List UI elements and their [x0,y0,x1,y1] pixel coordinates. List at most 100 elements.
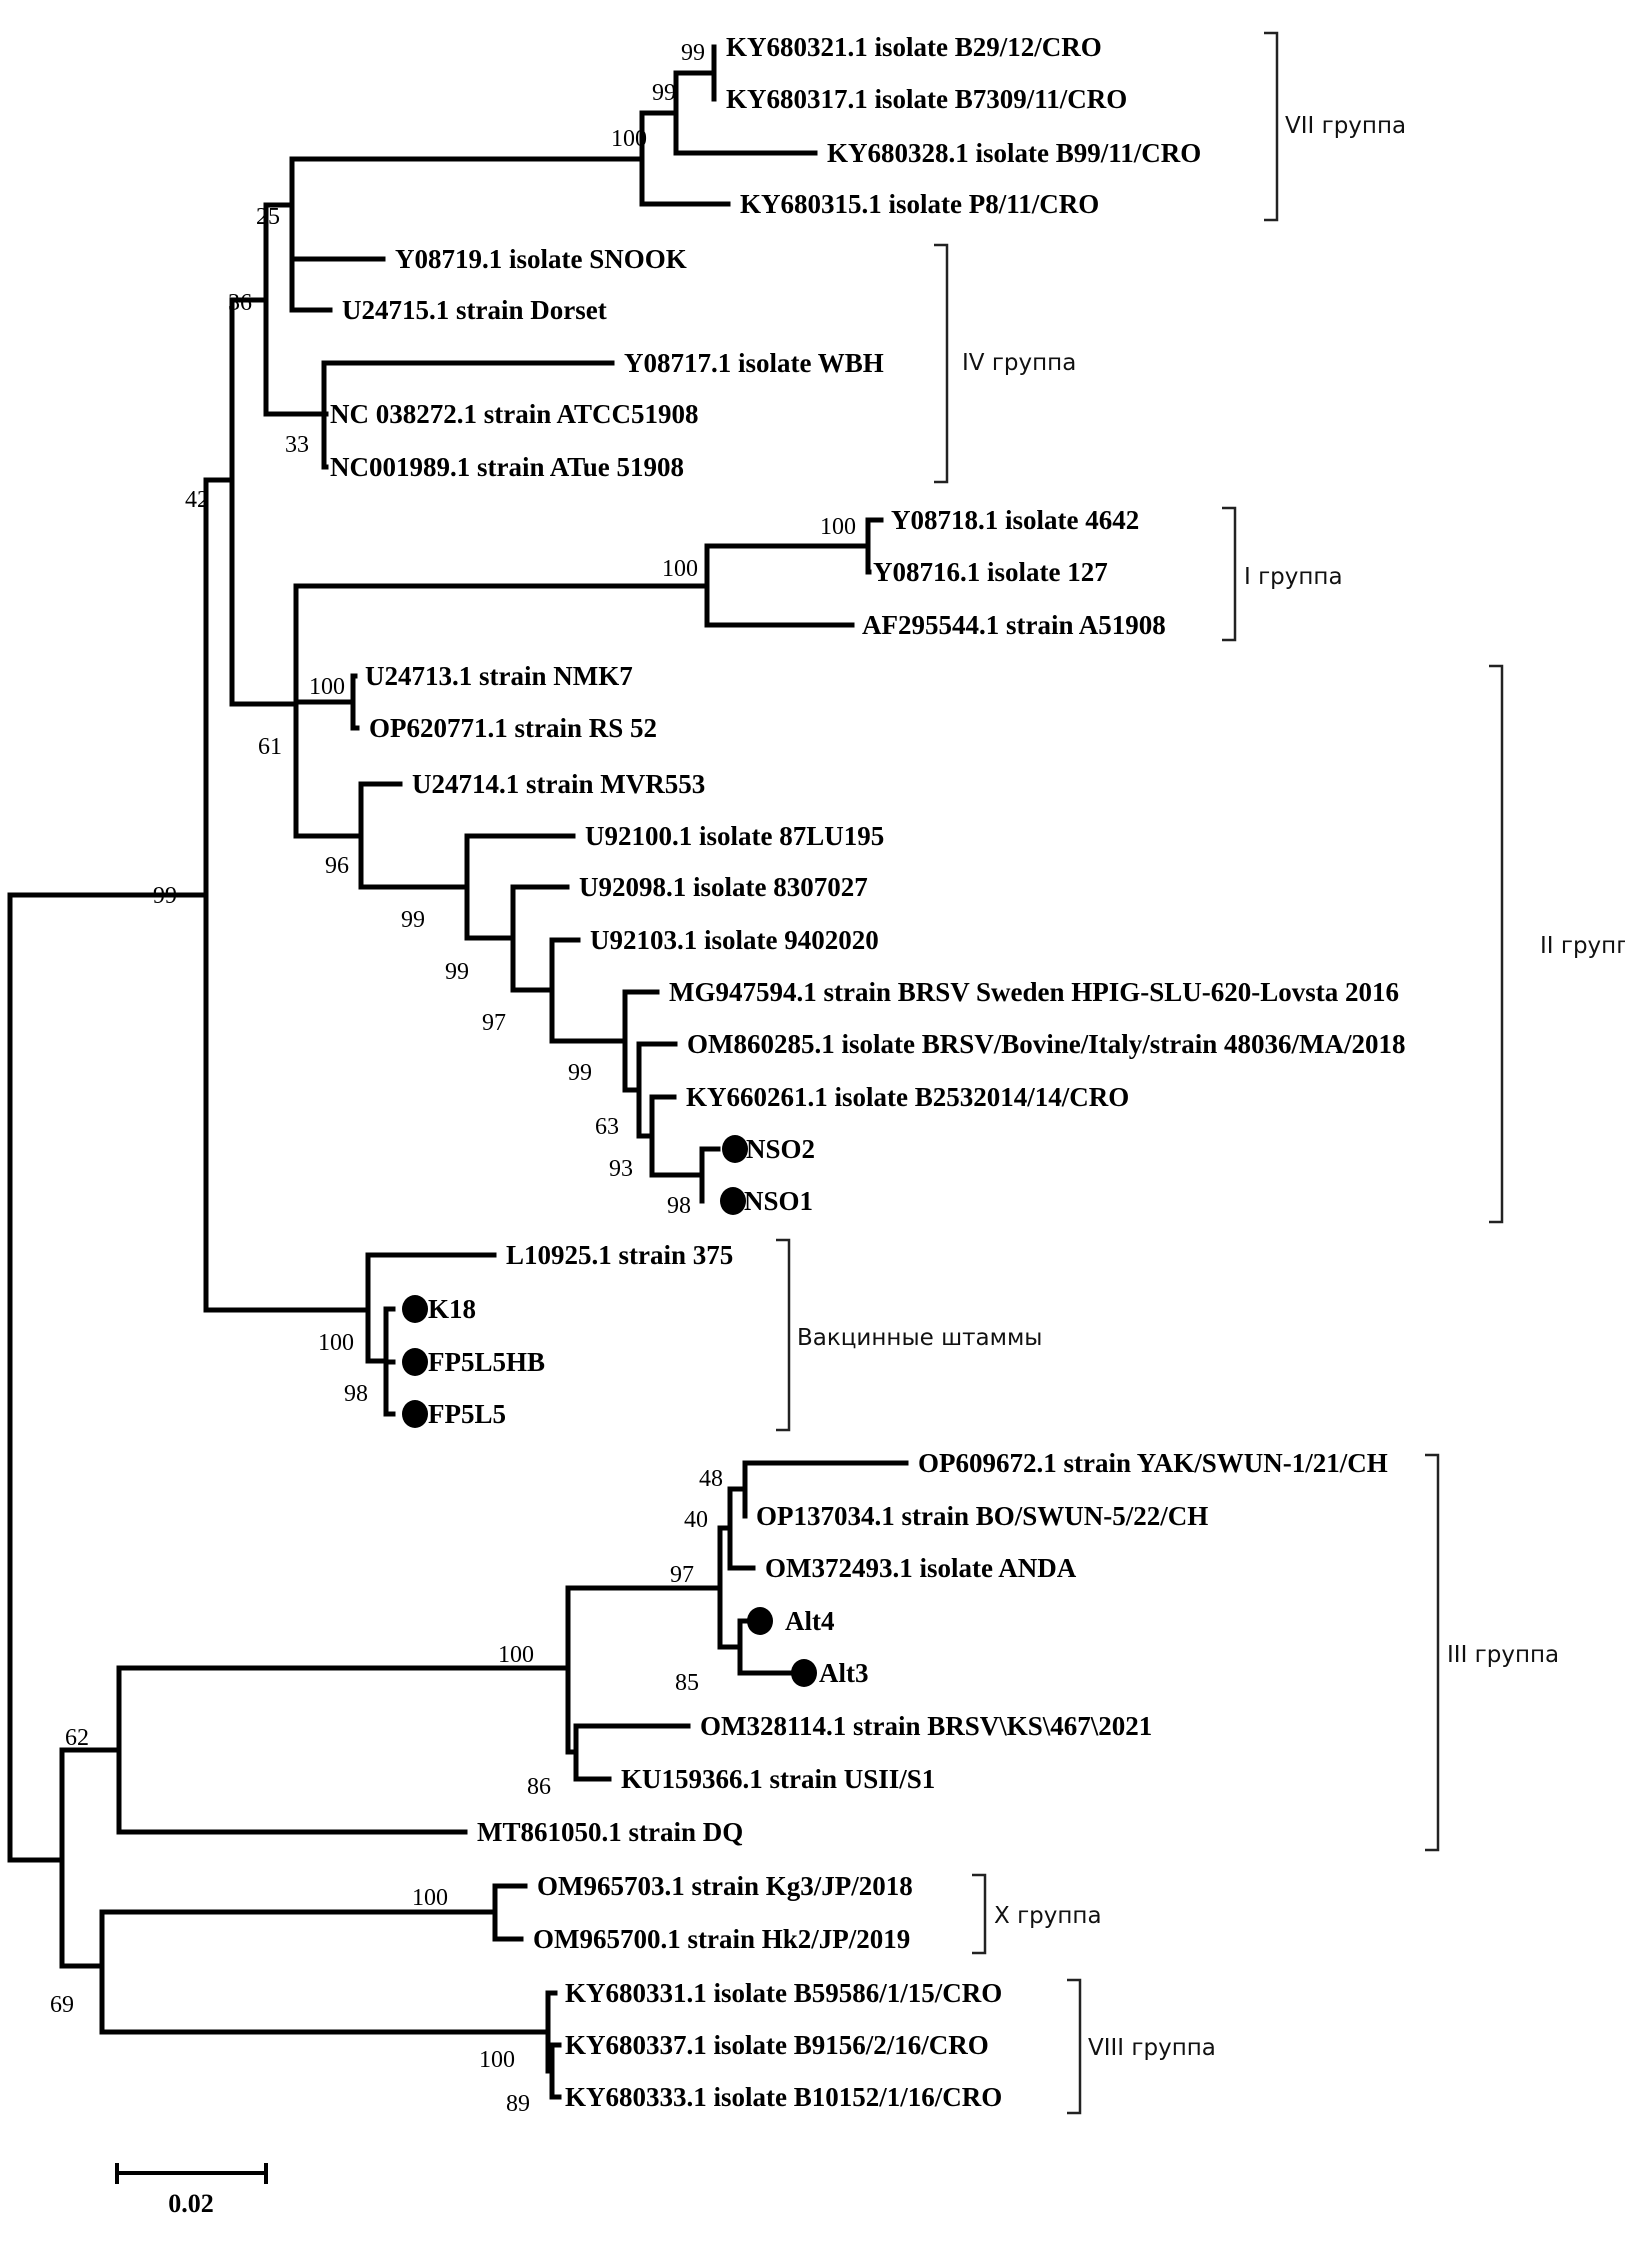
group-bracket-ii [1489,664,1504,1224]
leaf-label-nso2: NSO2 [746,1134,815,1164]
leaf-label-om860285: OM860285.1 isolate BRSV/Bovine/Italy/str… [687,1029,1406,1059]
bootstrap-value: 100 [412,1885,448,1911]
sample-markers [402,1135,817,1687]
leaf-label-u92098: U92098.1 isolate 8307027 [579,872,868,902]
bootstrap-value: 97 [482,1010,506,1036]
bootstrap-value: 63 [595,1114,619,1140]
group-label-i: I группа [1244,564,1343,590]
sample-marker-alt4-icon [747,1607,773,1635]
leaf-label-nso1: NSO1 [744,1186,813,1216]
bootstrap-value: 99 [681,40,705,66]
leaf-label-y08717: Y08717.1 isolate WBH [624,348,884,378]
group-brackets: VII группа IV группа I группа II группаВакц… [776,31,1625,2115]
bootstrap-value: 99 [652,80,676,106]
bootstrap-value: 25 [256,204,280,230]
leaf-labels: KY680321.1 isolate B29/12/CRO KY680317.1 … [330,32,1406,2112]
leaf-label-alt4: Alt4 [785,1606,835,1636]
bootstrap-value: 100 [498,1642,534,1668]
leaf-label-ky680331: KY680331.1 isolate B59586/1/15/CRO [565,1978,1002,2008]
bootstrap-value: 62 [65,1725,89,1751]
leaf-label-op620771: OP620771.1 strain RS 52 [369,713,657,743]
scale-bar-label: 0.02 [168,2189,214,2218]
leaf-label-mg947594: MG947594.1 strain BRSV Sweden HPIG-SLU-6… [669,977,1399,1007]
bootstrap-value: 36 [228,290,252,316]
leaf-label-l10925: L10925.1 strain 375 [506,1240,733,1270]
leaf-label-alt3: Alt3 [819,1658,869,1688]
group-label-iv: IV группа [962,350,1076,376]
bootstrap-value: 69 [50,1992,74,2018]
bootstrap-value: 86 [527,1774,551,1800]
group-bracket-iii [1425,1453,1440,1852]
leaf-label-u24715: U24715.1 strain Dorset [342,295,607,325]
leaf-label-om965700: OM965700.1 strain Hk2/JP/2019 [533,1924,910,1954]
leaf-label-u92100: U92100.1 isolate 87LU195 [585,821,884,851]
bootstrap-value: 89 [506,2091,530,2117]
leaf-label-nc001989: NC001989.1 strain ATue 51908 [330,452,684,482]
leaf-label-op137034: OP137034.1 strain BO/SWUN-5/22/CH [756,1501,1208,1531]
bootstrap-value: 93 [609,1156,633,1182]
leaf-label-ky680321: KY680321.1 isolate B29/12/CRO [726,32,1102,62]
group-bracket-viii [1067,1978,1082,2115]
bootstrap-value: 85 [675,1670,699,1696]
sample-marker-alt3-icon [791,1659,817,1687]
leaf-label-u24714: U24714.1 strain MVR553 [412,769,705,799]
bootstrap-value: 99 [153,883,177,909]
leaf-label-u92103: U92103.1 isolate 9402020 [590,925,879,955]
leaf-label-y08719: Y08719.1 isolate SNOOK [395,244,687,274]
bootstrap-value: 100 [318,1330,354,1356]
bootstrap-value: 98 [344,1381,368,1407]
sample-marker-nso1-icon [720,1187,746,1215]
leaf-label-om328114: OM328114.1 strain BRSV\KS\467\2021 [700,1711,1152,1741]
leaf-label-y08718: Y08718.1 isolate 4642 [891,505,1139,535]
leaf-label-k18: K18 [428,1294,476,1324]
group-label-vii: VII группа [1285,113,1406,139]
leaf-label-mt861050: MT861050.1 strain DQ [477,1817,743,1847]
bootstrap-value: 40 [684,1507,708,1533]
group-label-x: X группа [994,1903,1102,1929]
group-bracket-x [972,1873,987,1955]
bootstrap-value: 48 [699,1466,723,1492]
bootstrap-value: 96 [325,853,349,879]
bootstrap-value: 61 [258,734,282,760]
bootstrap-value: 99 [568,1060,592,1086]
group-bracket-vaccine [776,1238,791,1432]
scale-bar: 0.02 [115,2163,268,2218]
bootstrap-value: 100 [611,126,647,152]
tree-branches [7,44,909,2100]
group-label-viii: VIII группа [1088,2035,1216,2061]
leaf-label-ky680333: KY680333.1 isolate B10152/1/16/CRO [565,2082,1002,2112]
bootstrap-value: 98 [667,1193,691,1219]
leaf-label-ky680315: KY680315.1 isolate P8/11/CRO [740,189,1099,219]
bootstrap-value: 99 [445,959,469,985]
leaf-label-fp5l5hb: FP5L5HB [428,1347,545,1377]
leaf-label-nc038272: NC 038272.1 strain ATCC51908 [330,399,699,429]
bootstrap-value: 100 [820,514,856,540]
bootstrap-values: 9999100253633421001001006196999997996393… [50,40,856,2117]
group-bracket-vii [1264,31,1279,222]
leaf-label-ky660261: KY660261.1 isolate B2532014/14/CRO [686,1082,1129,1112]
leaf-label-om372493: OM372493.1 isolate ANDA [765,1553,1077,1583]
leaf-label-y08716: Y08716.1 isolate 127 [873,557,1108,587]
leaf-label-om965703: OM965703.1 strain Kg3/JP/2018 [537,1871,913,1901]
group-bracket-iv [934,243,949,484]
group-bracket-i [1222,506,1237,642]
group-label-iii: III группа [1447,1642,1559,1668]
bootstrap-value: 100 [662,556,698,582]
leaf-label-ky680317: KY680317.1 isolate B7309/11/CRO [726,84,1127,114]
bootstrap-value: 33 [285,432,309,458]
bootstrap-value: 99 [401,907,425,933]
group-label-ii: II группа [1540,933,1625,959]
leaf-label-ky680328: KY680328.1 isolate B99/11/CRO [827,138,1201,168]
bootstrap-value: 100 [479,2047,515,2073]
leaf-label-ky680337: KY680337.1 isolate B9156/2/16/CRO [565,2030,989,2060]
group-label-vaccine: Вакцинные штаммы [797,1325,1042,1351]
sample-marker-k18-icon [402,1295,428,1323]
leaf-label-op609672: OP609672.1 strain YAK/SWUN-1/21/CH [918,1448,1388,1478]
sample-marker-nso2-icon [722,1135,748,1163]
bootstrap-value: 42 [185,487,209,513]
bootstrap-value: 100 [309,674,345,700]
leaf-label-ku159366: KU159366.1 strain USII/S1 [621,1764,935,1794]
sample-marker-fp5l5-icon [402,1400,428,1428]
leaf-label-fp5l5: FP5L5 [428,1399,506,1429]
